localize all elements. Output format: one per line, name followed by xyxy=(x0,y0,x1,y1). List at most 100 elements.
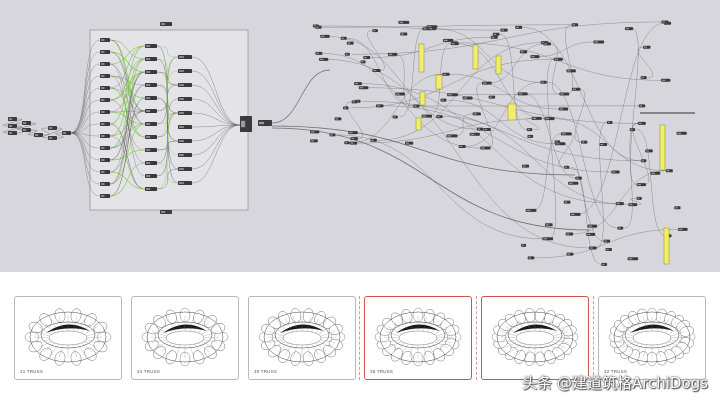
gh-component[interactable] xyxy=(100,146,110,150)
gh-component[interactable] xyxy=(545,223,553,227)
gh-component[interactable] xyxy=(413,104,420,108)
gh-component[interactable] xyxy=(360,60,366,64)
gh-component[interactable] xyxy=(145,187,157,191)
gh-component[interactable] xyxy=(525,208,537,212)
gh-component[interactable] xyxy=(372,29,378,33)
gh-component[interactable] xyxy=(405,141,414,145)
gh-component[interactable] xyxy=(160,210,172,214)
gh-component[interactable] xyxy=(100,194,110,198)
gh-component[interactable] xyxy=(340,36,347,40)
thumbnail-24-truss[interactable]: 24 TRUSS xyxy=(131,296,239,380)
gh-component[interactable] xyxy=(640,76,647,80)
gh-component[interactable] xyxy=(100,74,110,78)
gh-panel[interactable] xyxy=(419,91,426,106)
gh-component[interactable] xyxy=(640,159,647,163)
gh-component[interactable] xyxy=(320,34,330,38)
gh-component[interactable] xyxy=(48,136,57,140)
gh-component[interactable] xyxy=(521,164,530,168)
gh-component[interactable] xyxy=(178,167,192,171)
gh-component[interactable] xyxy=(559,92,570,96)
gh-component[interactable] xyxy=(488,95,496,99)
gh-component[interactable] xyxy=(628,203,638,207)
gh-component[interactable] xyxy=(310,130,320,134)
thumbnail-30-truss[interactable]: 30 TRUSS xyxy=(248,296,356,380)
gh-component[interactable] xyxy=(372,69,381,73)
gh-component[interactable] xyxy=(566,69,576,73)
gh-component[interactable] xyxy=(483,128,491,132)
gh-component[interactable] xyxy=(8,131,17,135)
gh-panel[interactable] xyxy=(435,74,443,90)
gh-component[interactable] xyxy=(661,20,669,24)
gh-component[interactable] xyxy=(638,104,646,108)
gh-component[interactable] xyxy=(554,140,561,144)
gh-component[interactable] xyxy=(627,257,639,261)
gh-component[interactable] xyxy=(526,128,533,132)
yellow-panels[interactable] xyxy=(415,43,670,265)
gh-component[interactable] xyxy=(387,52,398,56)
gh-component[interactable] xyxy=(351,100,358,104)
gh-component[interactable] xyxy=(160,22,172,26)
thumbnail-36-truss[interactable]: 36 TRUSS xyxy=(364,296,472,380)
gh-component[interactable] xyxy=(586,232,596,236)
gh-component[interactable] xyxy=(363,56,371,60)
gh-component[interactable] xyxy=(100,158,110,162)
gh-component[interactable] xyxy=(674,206,681,210)
gh-component[interactable] xyxy=(544,117,555,121)
gh-component[interactable] xyxy=(515,25,523,29)
gh-component[interactable] xyxy=(100,38,110,42)
gh-component[interactable] xyxy=(469,132,480,136)
gh-component[interactable] xyxy=(553,57,563,61)
gh-component[interactable] xyxy=(100,182,110,186)
gh-component[interactable] xyxy=(440,98,447,102)
gh-component[interactable] xyxy=(145,83,157,87)
gh-component[interactable] xyxy=(428,27,437,31)
gh-component[interactable] xyxy=(482,81,492,85)
gh-component[interactable] xyxy=(178,97,192,101)
gh-component[interactable] xyxy=(558,107,569,111)
gh-component[interactable] xyxy=(349,141,358,145)
gh-component[interactable] xyxy=(678,227,688,231)
gh-component[interactable] xyxy=(145,70,157,74)
gh-component[interactable] xyxy=(370,138,377,142)
gh-component[interactable] xyxy=(580,140,588,144)
gh-component[interactable] xyxy=(629,128,636,132)
gh-component[interactable] xyxy=(344,141,350,145)
gh-component[interactable] xyxy=(540,80,547,84)
gh-component[interactable] xyxy=(376,104,384,108)
gh-component[interactable] xyxy=(575,176,582,180)
node-graph[interactable] xyxy=(0,0,720,272)
gh-component[interactable] xyxy=(676,131,687,135)
gh-component[interactable] xyxy=(563,200,571,204)
gh-component[interactable] xyxy=(500,28,508,32)
gh-panel[interactable] xyxy=(663,227,670,265)
gh-component[interactable] xyxy=(637,121,646,125)
thumbnail-21-truss[interactable]: 21 TRUSS xyxy=(14,296,122,380)
gh-component[interactable] xyxy=(568,181,579,185)
gh-component[interactable] xyxy=(458,144,466,148)
gh-component[interactable] xyxy=(645,149,653,153)
gh-component[interactable] xyxy=(517,92,528,96)
gh-component[interactable] xyxy=(8,117,17,121)
gh-component[interactable] xyxy=(8,124,17,128)
gh-component[interactable] xyxy=(145,161,157,165)
gh-component[interactable] xyxy=(520,243,527,247)
gh-panel[interactable] xyxy=(418,43,425,73)
gh-component[interactable] xyxy=(240,116,252,132)
gh-component[interactable] xyxy=(178,153,192,157)
gh-panel[interactable] xyxy=(659,124,666,171)
gh-component[interactable] xyxy=(643,45,651,49)
gh-component[interactable] xyxy=(447,93,458,97)
gh-component[interactable] xyxy=(588,246,597,250)
gh-component[interactable] xyxy=(603,239,611,243)
gh-component[interactable] xyxy=(615,202,624,206)
gh-component[interactable] xyxy=(100,98,110,102)
gh-component[interactable] xyxy=(178,181,192,185)
gh-component[interactable] xyxy=(560,132,572,136)
gh-component[interactable] xyxy=(480,146,491,150)
thumbnail-32-truss[interactable]: 32 TRUSS xyxy=(598,296,706,380)
gh-component[interactable] xyxy=(490,35,498,39)
gh-component[interactable] xyxy=(476,127,484,131)
gh-component[interactable] xyxy=(145,96,157,100)
gh-component[interactable] xyxy=(527,256,535,260)
gh-component[interactable] xyxy=(530,55,540,59)
